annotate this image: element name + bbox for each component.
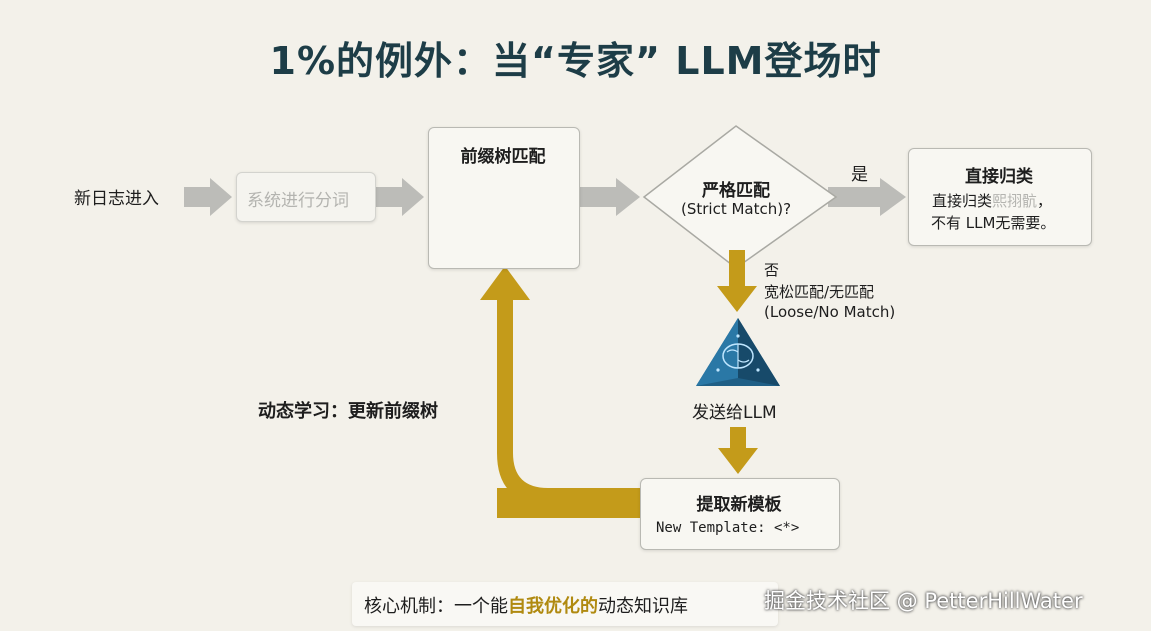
flow-arrows-gray: [184, 178, 906, 216]
arrow-diamond-to-direct: [828, 178, 906, 216]
watermark: 掘金技术社区 @ PetterHillWater: [764, 589, 1083, 613]
edge-label-loose: 宽松匹配/无匹配: [764, 283, 875, 301]
arrow-llm-down: [718, 427, 758, 474]
edge-label-loose-en: (Loose/No Match): [764, 303, 896, 321]
feedback-loop-arrow: [480, 266, 640, 504]
prefix-tree-title: 前缀树匹配: [460, 147, 546, 167]
prefix-tree-box: [428, 127, 580, 269]
flow-arrows-gold: [480, 250, 758, 518]
page-title: 1%的例外：当“专家” LLM登场时: [269, 39, 882, 83]
edge-label-yes: 是: [851, 165, 868, 185]
extract-template-code: New Template: <*>: [656, 520, 800, 536]
arrow-tree-to-diamond: [580, 178, 640, 216]
direct-classify-box: [908, 148, 1092, 246]
arrow-input-to-tokenize: [184, 178, 232, 216]
direct-classify-title: 直接归类: [965, 167, 1033, 187]
send-to-llm-label: 发送给LLM: [692, 403, 777, 423]
extract-template-title: 提取新模板: [696, 495, 782, 515]
tokenize-box: [236, 172, 376, 222]
extract-template-box: [640, 478, 840, 550]
feedback-loop-band: [497, 488, 640, 518]
core-mechanism-text: 核心机制：一个能自我优化的动态知识库: [364, 596, 688, 617]
feedback-label: 动态学习：更新前缀树: [258, 401, 438, 422]
llm-brain-pyramid-icon: [696, 318, 780, 386]
strict-match-title: 严格匹配: [702, 181, 770, 201]
arrow-no-down: [717, 250, 757, 312]
edge-label-no: 否: [764, 261, 780, 279]
core-mechanism-bar: [352, 582, 778, 626]
tokenize-label: 系统进行分词: [247, 191, 349, 211]
arrow-tokenize-to-tree: [376, 178, 424, 216]
direct-classify-line1: 直接归类熙挧骯，: [932, 192, 1053, 210]
strict-match-subtitle: (Strict Match)?: [681, 200, 792, 218]
input-label: 新日志进入: [74, 189, 159, 209]
direct-classify-line2: 不有 LLM无需要。: [931, 214, 1056, 232]
